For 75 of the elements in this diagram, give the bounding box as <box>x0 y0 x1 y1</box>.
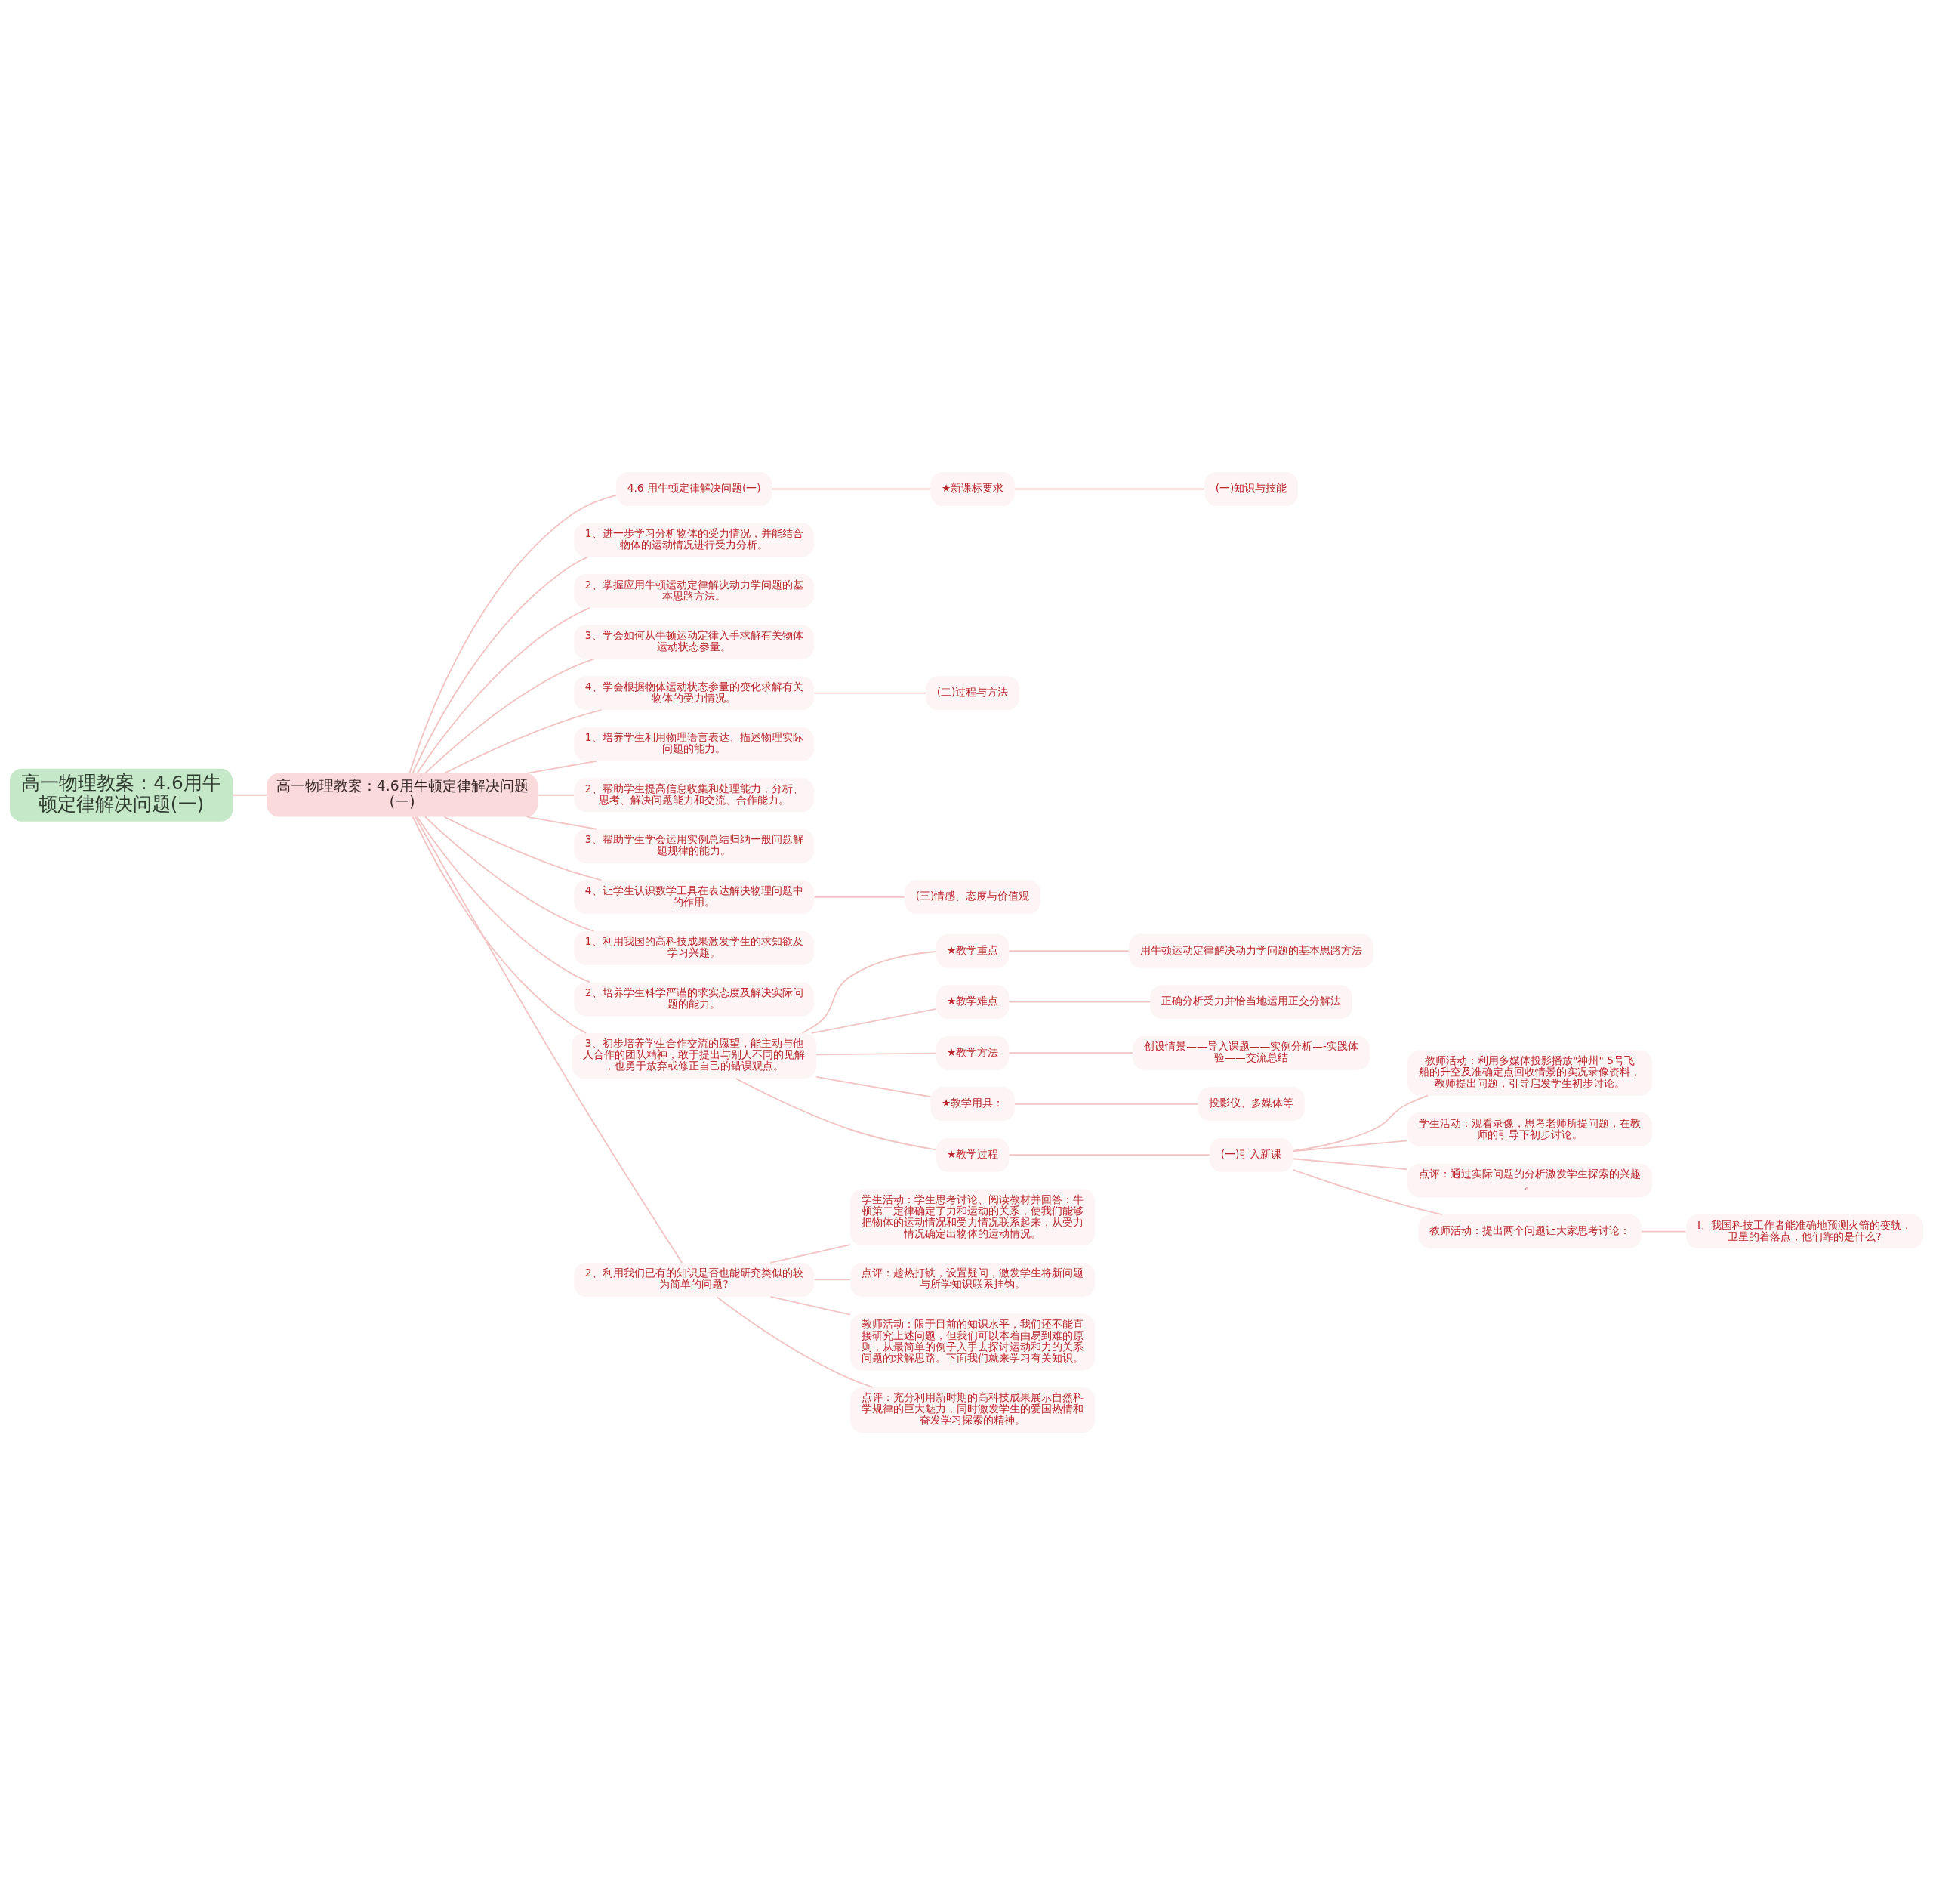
node-box: 点评：充分利用新时期的高科技成果展示自然科学规律的巨大魅力，同时激发学生的爱国热情和奋发学习探索的精神。 <box>850 1387 1096 1433</box>
node-box: 学生活动：观看录像，思考老师所提问题，在教师的引导下初步讨论。 <box>1407 1112 1653 1146</box>
connector <box>815 1052 937 1055</box>
connector <box>810 1008 937 1034</box>
connector <box>815 1075 932 1097</box>
connector <box>537 794 575 796</box>
connector <box>526 816 597 830</box>
connector <box>412 816 587 1034</box>
node-box: 3、学会如何从牛顿运动定律入手求解有关物体运动状态参量。 <box>574 625 814 659</box>
connector <box>1008 1001 1151 1003</box>
connector <box>771 488 932 489</box>
connector <box>1292 1094 1429 1152</box>
node-box: 教师活动：提出两个问题让大家思考讨论： <box>1418 1214 1642 1248</box>
connector <box>232 794 268 796</box>
node-box: 1、利用我国的高科技成果激发学生的求知欲及学习兴趣。 <box>574 930 814 965</box>
node-box: ★教学方法 <box>936 1035 1010 1070</box>
node-box: ★教学用具： <box>930 1086 1015 1121</box>
node-box: 2、培养学生科学严谨的求实态度及解决实际问题的能力。 <box>574 981 814 1016</box>
node-box: I、我国科技工作者能准确地预测火箭的变轨，卫星的着落点，他们靠的是什么? <box>1686 1214 1923 1248</box>
node-box: ★教学重点 <box>936 933 1010 968</box>
connector <box>424 658 595 774</box>
connector <box>1292 1157 1408 1170</box>
node-box: 点评：趁热打铁，设置疑问，激发学生将新问题与所学知识联系挂钩。 <box>850 1262 1096 1297</box>
node-box: 创设情景——导入课题——实例分析—-实践体验——交流总结 <box>1133 1035 1370 1070</box>
connector <box>813 1278 851 1280</box>
node-box: 4、让学生认识数学工具在表达解决物理问题中的作用。 <box>574 879 814 914</box>
connector <box>1292 1168 1443 1215</box>
connector <box>735 1077 937 1150</box>
node-box: 1、进一步学习分析物体的受力情况，并能结合物体的运动情况进行受力分析。 <box>574 523 814 557</box>
node-box: 4、学会根据物体运动状态参量的变化求解有关物体的受力情况。 <box>574 675 814 710</box>
connector <box>526 760 597 774</box>
node-box: 学生活动：学生思考讨论、阅读教材并回答：牛顿第二定律确定了力和运动的关系，使我们能够把物体的运动情况和受力情况联系起来，从受力情况确定出物体的运动情况。 <box>850 1188 1096 1245</box>
connector <box>443 708 603 774</box>
connector <box>424 816 595 932</box>
node-box: 教师活动：利用多媒体投影播放"神州" 5号飞船的升空及准确定点回收情景的实况录像资料，教师提出问题，引导启发学生初步讨论。 <box>1407 1049 1653 1095</box>
connector <box>1640 1230 1687 1233</box>
connector <box>408 494 617 773</box>
connector <box>416 606 591 774</box>
node-box: (三)情感、态度与价值观 <box>905 879 1041 914</box>
connector <box>1008 1051 1134 1054</box>
node-box: 2、利用我们已有的知识是否也能研究类似的较为简单的问题? <box>574 1262 814 1297</box>
node-box: 用牛顿运动定律解决动力学问题的基本思路方法 <box>1129 933 1374 968</box>
node-box: 2、帮助学生提高信息收集和处理能力，分析、思考、解决问题能力和交流、合作能力。 <box>574 777 814 812</box>
node-box: ★新课标要求 <box>930 471 1015 506</box>
connector <box>769 1243 851 1264</box>
node-box: 教师活动：限于目前的知识水平，我们还不能直接研究上述问题，但我们可以本着由易到难的原则，从最简单的例子入手去探讨运动和力的关系问题的求解思路。下面我们就来学习有关知识。 <box>850 1313 1096 1370</box>
connector <box>801 950 937 1034</box>
connector <box>1292 1139 1408 1152</box>
node-box: (一)知识与技能 <box>1204 471 1298 506</box>
connector <box>1008 949 1130 952</box>
node-box: 高一物理教案：4.6用牛顿定律解决问题(一) <box>267 773 538 816</box>
node-box: ★教学过程 <box>936 1137 1010 1172</box>
connector <box>813 692 926 694</box>
node-box: (二)过程与方法 <box>926 675 1020 710</box>
node-box: 点评：通过实际问题的分析激发学生探索的兴趣。 <box>1407 1163 1653 1198</box>
connector <box>1013 1103 1199 1105</box>
connector <box>443 816 603 881</box>
node-box: 1、培养学生利用物理语言表达、描述物理实际问题的能力。 <box>574 727 814 761</box>
node-box: ★教学难点 <box>936 984 1010 1019</box>
connector <box>813 896 905 898</box>
connector <box>416 816 591 983</box>
node-box: 4.6 用牛顿定律解决问题(一) <box>616 471 772 506</box>
connector <box>1008 1153 1210 1156</box>
connector <box>716 1295 874 1388</box>
node-box: 3、初步培养学生合作交流的愿望，能主动与他人合作的团队精神，敢于提出与别人不同的见解，也勇于放弃或修正自己的错误观点。 <box>572 1032 817 1079</box>
node-box: 高一物理教案：4.6用牛顿定律解决问题(一) <box>10 768 233 822</box>
node-box: 投影仪、多媒体等 <box>1198 1086 1305 1121</box>
connector <box>415 816 683 1264</box>
node-box: 2、掌握应用牛顿运动定律解决动力学问题的基本思路方法。 <box>574 573 814 608</box>
connector <box>769 1295 851 1316</box>
connector <box>1013 488 1205 489</box>
node-box: 正确分析受力并恰当地运用正交分解法 <box>1150 984 1352 1019</box>
node-box: (一)引入新课 <box>1210 1137 1293 1172</box>
connector <box>412 556 589 774</box>
node-box: 3、帮助学生学会运用实例总结归纳一般问题解题规律的能力。 <box>574 829 814 863</box>
